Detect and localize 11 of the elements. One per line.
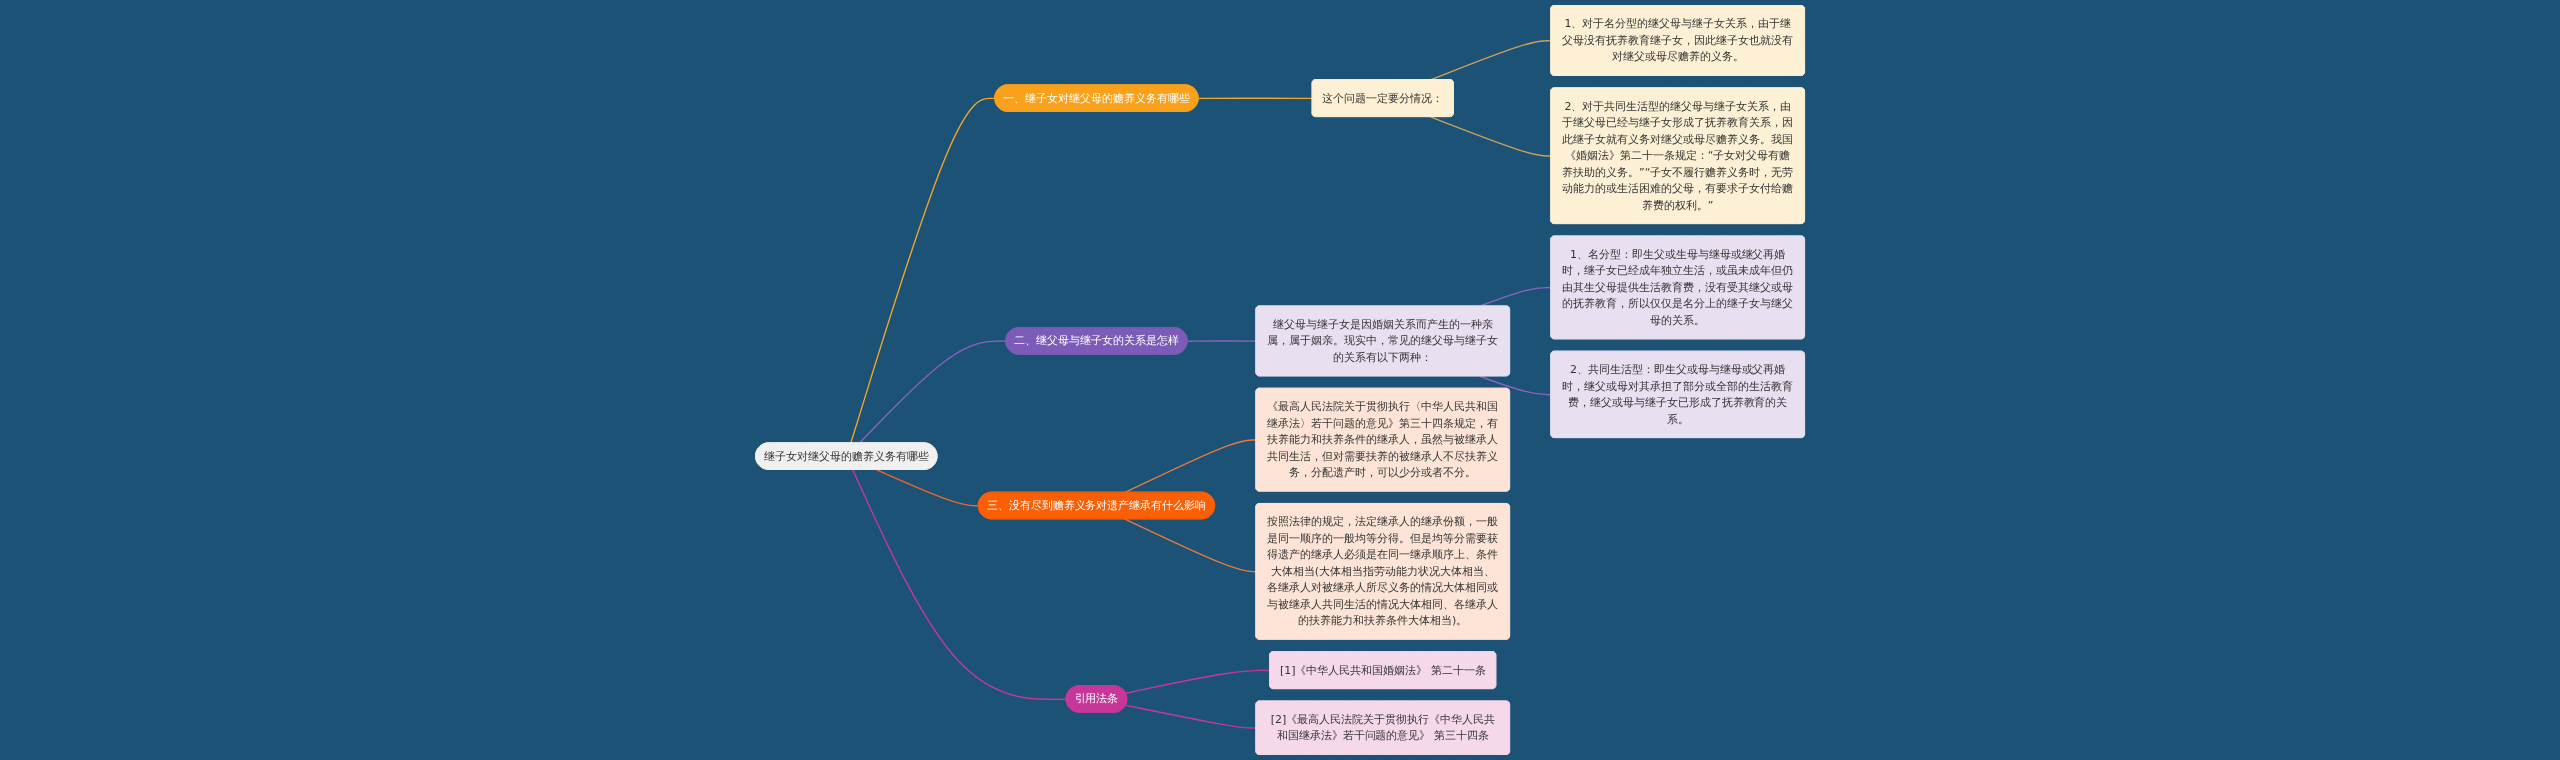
connector bbox=[1478, 375, 1552, 396]
connector bbox=[1125, 669, 1271, 694]
connector bbox=[876, 469, 980, 507]
connector bbox=[1197, 97, 1314, 100]
connector bbox=[858, 340, 1007, 444]
connector bbox=[852, 469, 1068, 700]
connector bbox=[1125, 704, 1257, 729]
connector bbox=[850, 97, 996, 444]
connector bbox=[1429, 116, 1552, 157]
connector bbox=[1186, 340, 1257, 342]
connector bbox=[1124, 518, 1257, 573]
